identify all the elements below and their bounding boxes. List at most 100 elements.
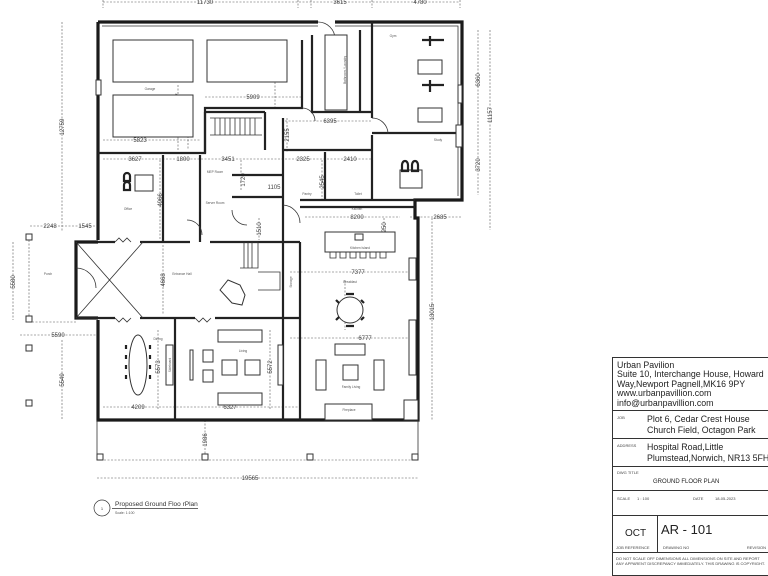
room-label: Toilet — [354, 192, 362, 196]
disclaimer: DO NOT SCALE OFF DIMENSIONS ALL DIMENSIO… — [616, 556, 765, 566]
room-label: MEP Room — [207, 170, 224, 174]
room-label: Pantry — [302, 192, 312, 196]
dwg-title-label: DWG TITLE — [617, 470, 639, 475]
terrace — [96, 420, 419, 461]
dimension-label: 11730 — [197, 0, 214, 6]
view-scale: Scale: 1:100 — [115, 511, 135, 515]
scale-label: SCALE — [617, 496, 631, 501]
dimension-label: 1800 — [176, 157, 190, 163]
room-label: Storage — [289, 276, 293, 287]
dimension-label: 1250 — [382, 222, 388, 236]
company-address-line: Suite 10, Interchange House, Howard — [617, 369, 764, 380]
address-label: ADDRESS — [617, 443, 637, 448]
dimension-label: 2248 — [43, 224, 57, 230]
company-name: Urban Pavilion — [617, 360, 675, 370]
room-label: Office — [124, 207, 132, 211]
job-line: Plot 6, Cedar Crest House — [647, 414, 750, 424]
room-label: Family Living — [342, 385, 361, 389]
drawing-no-label: DRAWING NO — [663, 545, 690, 550]
dimension-label: 2325 — [296, 157, 310, 163]
dimension-label: 4209 — [131, 405, 145, 411]
room-label: Sideboard — [168, 358, 172, 373]
dimension-label: 1510 — [257, 222, 263, 236]
job-row: JOB Plot 6, Cedar Crest House Church Fie… — [613, 411, 768, 439]
room-label: Gym — [390, 34, 397, 38]
room-label: Porch — [44, 272, 53, 276]
dimension-label: 3720 — [476, 158, 482, 172]
room-label: Bathroom / Laundry — [343, 56, 347, 84]
site-address-line: Plumstead,Norwich, NR13 5FH — [647, 452, 768, 463]
dimension-label: 5590 — [51, 333, 65, 339]
dimension-label: 5572 — [268, 360, 274, 374]
dimension-label: 11157 — [488, 106, 494, 122]
address-row: ADDRESS Hospital Road,Little Plumstead,N… — [613, 439, 768, 467]
company-email: info@urbanpavillion.com — [617, 397, 714, 408]
room-label: Server Room — [206, 201, 225, 205]
dimension-label: 1720 — [241, 173, 247, 187]
furniture — [112, 34, 444, 421]
dimension-label: 6327 — [223, 405, 237, 411]
title-block: Urban Pavilion Suite 10, Interchange Hou… — [612, 357, 768, 576]
dimension-label: 5549 — [60, 373, 66, 387]
drawing-number: AR - 101 — [661, 522, 713, 537]
dimension-label: 5573 — [156, 360, 162, 374]
view-title: 1 Proposed Ground Floo rPlan Scale: 1:10… — [93, 499, 198, 517]
view-title-text: Proposed Ground Floo rPlan — [115, 501, 198, 508]
dimension-label: 2410 — [343, 157, 357, 163]
dimension-label: 6360 — [476, 73, 482, 87]
dimension-label: 3627 — [128, 157, 142, 163]
dimension-label: 7377 — [351, 270, 365, 276]
dimension-label: 4780 — [413, 0, 427, 6]
dimension-label: 2685 — [433, 215, 447, 221]
company-block: Urban Pavilion Suite 10, Interchange Hou… — [613, 358, 768, 411]
dimension-label: 13015 — [430, 303, 436, 320]
reference-row: OCT AR - 101 JOB REFERENCE DRAWING NO RE… — [613, 516, 768, 553]
room-label: Breakfast — [343, 280, 357, 284]
dwg-title: GROUND FLOOR PLAN — [653, 479, 720, 485]
dimension-label: 3615 — [333, 0, 347, 6]
room-label: Living — [239, 349, 248, 353]
room-labels: Garage Bathroom / Laundry Gym Study Offi… — [44, 34, 443, 412]
view-number: 1 — [101, 506, 104, 511]
interior-walls — [76, 22, 462, 420]
dimension-label: 1545 — [78, 224, 92, 230]
dimension-label: 5823 — [133, 138, 147, 144]
doors — [75, 21, 389, 323]
dimension-label: 1105 — [268, 185, 282, 191]
stairs — [210, 117, 281, 291]
company-website: www.urbanpavillion.com — [617, 388, 712, 399]
room-label: Kitchen Island — [350, 246, 370, 250]
dimension-label: 4668 — [161, 273, 167, 287]
dimension-label: 5909 — [246, 95, 260, 101]
date-label: DATE — [693, 496, 704, 501]
scale-value: 1 : 100 — [637, 496, 650, 501]
job-line: Church Field, Octagon Park — [647, 424, 756, 435]
dimension-label: 6777 — [358, 336, 372, 342]
dimension-label: 6395 — [323, 119, 337, 125]
room-label: Entrance Hall — [172, 272, 191, 276]
dimension-label: 2155 — [285, 128, 291, 142]
dimension-label: 8200 — [350, 215, 364, 221]
job-label: JOB — [617, 415, 625, 420]
dimension-label: 3451 — [221, 157, 235, 163]
dimension-label: 19565 — [242, 476, 259, 482]
job-reference: OCT — [625, 528, 647, 539]
scale-date-row: SCALE 1 : 100 DATE 18-05-2023 — [613, 491, 768, 516]
windows — [95, 79, 463, 421]
dimension-label: 4966 — [158, 193, 164, 207]
site-address-line: Hospital Road,Little — [647, 442, 724, 452]
dimension-label: 2545 — [320, 175, 326, 189]
drawing-title-row: DWG TITLE GROUND FLOOR PLAN — [613, 467, 768, 491]
company-address-line: Way,Newport Pagnell,MK16 9PY — [617, 378, 746, 389]
revision-label: REVISION — [746, 545, 766, 550]
room-label: Fireplace — [342, 408, 355, 412]
dimension-label: 12759 — [60, 118, 66, 135]
room-label: Dining — [153, 337, 162, 341]
room-label: Kitchen — [352, 207, 363, 211]
dimension-label: 5580 — [11, 275, 17, 289]
porch — [25, 233, 144, 407]
job-reference-label: JOB REFERENCE — [616, 545, 650, 550]
room-label: Study — [434, 138, 443, 142]
room-label: Garage — [145, 87, 156, 91]
